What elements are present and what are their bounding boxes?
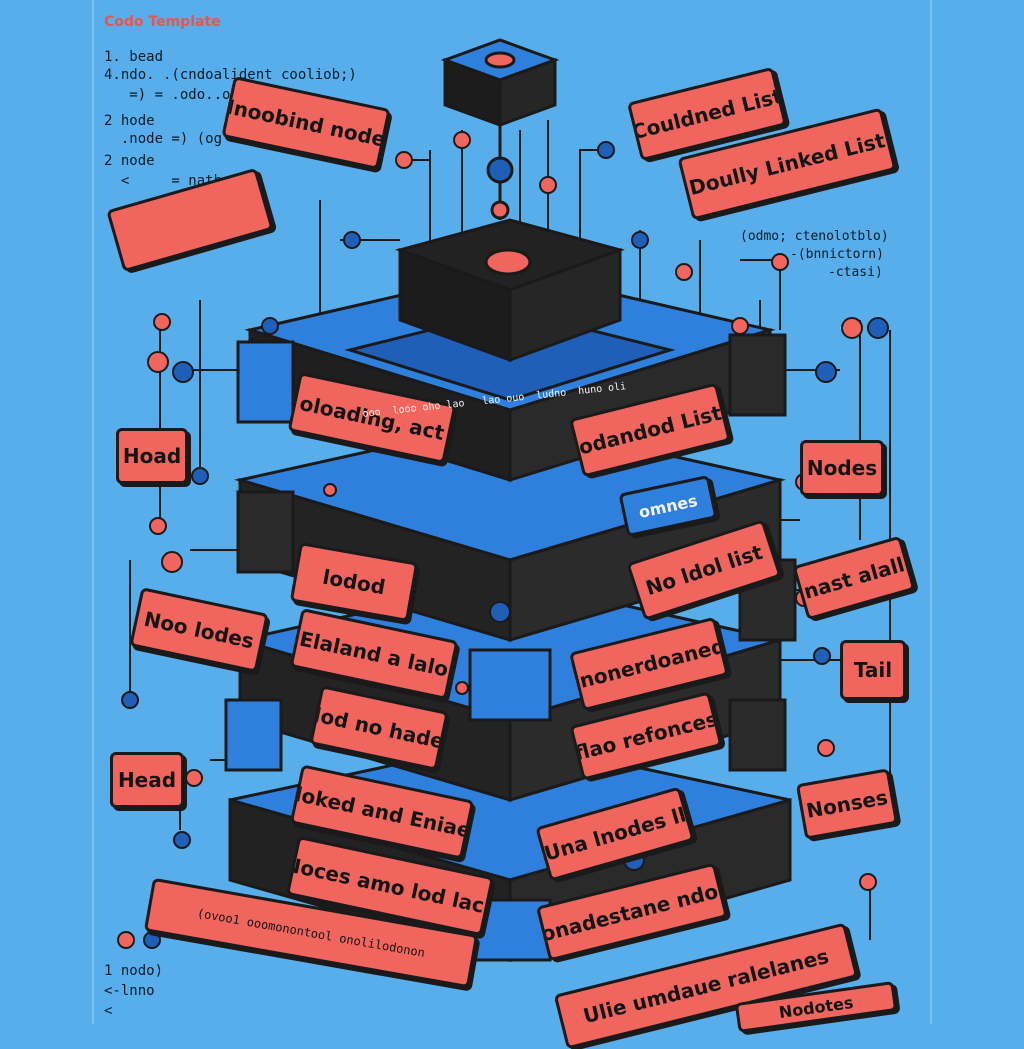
tower-top-block: [395, 218, 625, 363]
code-line-right: -(bnnictorn): [790, 247, 884, 262]
code-line-right: -ctasi): [828, 265, 883, 280]
code-line: 2 node: [104, 153, 155, 169]
code-line: 2 hode: [104, 113, 155, 129]
side-node-cubes: [224, 333, 797, 962]
code-line-bottom: <-lnno: [104, 983, 155, 999]
antenna-cube: [440, 38, 560, 220]
label-head-2: Head: [110, 752, 184, 808]
code-line-bottom: 1 nodo): [104, 963, 164, 979]
code-line: .node =) (og: [104, 131, 223, 147]
label-head-1: Hoad: [116, 428, 188, 484]
label-tail: Tail: [840, 640, 906, 700]
code-line: 1. bead: [104, 49, 164, 65]
code-line-bottom: <: [104, 1003, 113, 1019]
right-margin-line: [930, 0, 932, 1024]
code-template-title: Codo Template: [104, 14, 221, 30]
left-margin-line: [92, 0, 94, 1024]
label-nodes: Nodes: [800, 440, 884, 496]
code-line-right: (odmo; ctenolotblo): [740, 229, 889, 244]
